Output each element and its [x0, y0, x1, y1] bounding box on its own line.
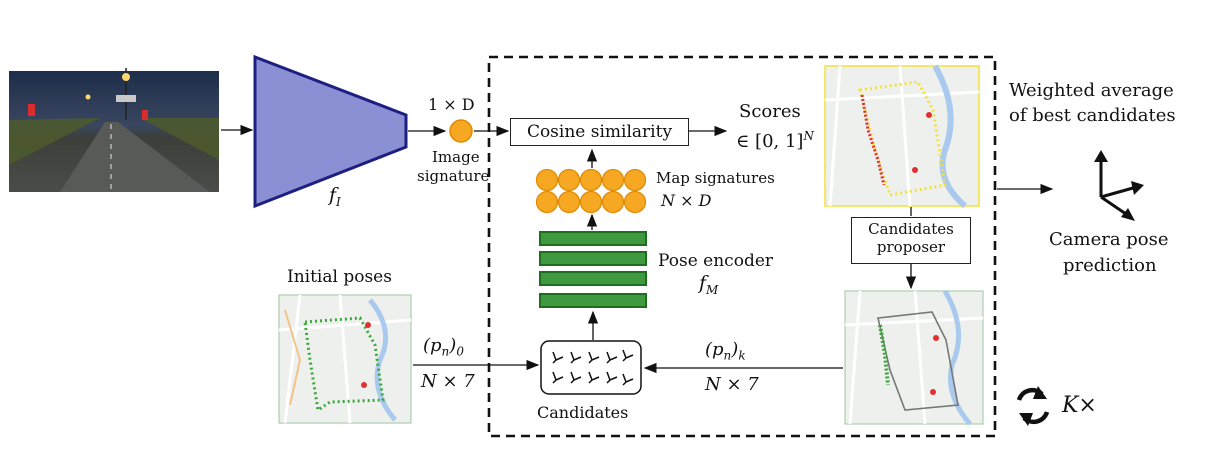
- label-n7-left: N × 7: [421, 371, 475, 392]
- label-pk: (pn)k: [705, 339, 746, 363]
- refined-candidates-map: [844, 289, 984, 426]
- label-image-signature-1: Image: [432, 148, 480, 166]
- label-candidates: Candidates: [537, 403, 629, 422]
- image-signature-circle: [449, 119, 473, 143]
- label-n7-right: N × 7: [705, 374, 759, 395]
- label-f-I: fI: [329, 184, 341, 209]
- iteration-dashed-box: [487, 55, 997, 438]
- score-map: [824, 64, 980, 209]
- pose-encoder-block: [539, 231, 647, 308]
- input-camera-image: [9, 68, 219, 192]
- proposer-line-1: Candidates: [868, 220, 954, 238]
- label-k-times: K×: [1062, 393, 1097, 418]
- map-signatures-grid: [535, 168, 647, 214]
- candidates-box: [540, 340, 642, 395]
- label-camera-pose-2: prediction: [1063, 255, 1157, 276]
- initial-poses-map: [278, 294, 412, 424]
- image-encoder-shape: [253, 54, 408, 209]
- label-scores-range: ∈ [0, 1]N: [736, 129, 814, 152]
- label-scores: Scores: [739, 101, 801, 122]
- label-camera-pose-1: Camera pose: [1049, 229, 1169, 250]
- label-initial-poses: Initial poses: [287, 267, 392, 287]
- candidate-pose-glyphs: [552, 349, 634, 386]
- candidates-proposer-box: Candidates proposer: [851, 217, 971, 264]
- cosine-similarity-box: Cosine similarity: [510, 118, 689, 146]
- loop-icon: [1016, 386, 1050, 426]
- label-p0: (pn)0: [423, 335, 464, 359]
- label-map-signatures: Map signatures: [656, 169, 775, 187]
- label-f-M: fM: [699, 272, 719, 297]
- label-1xD: 1 × D: [428, 95, 475, 114]
- label-weighted-average-1: Weighted average: [1009, 80, 1174, 101]
- label-pose-encoder: Pose encoder: [658, 251, 774, 271]
- label-map-signatures-dim: N × D: [661, 191, 712, 210]
- label-image-signature-2: signature: [417, 167, 490, 185]
- label-weighted-average-2: of best candidates: [1009, 105, 1176, 126]
- proposer-line-2: proposer: [876, 238, 946, 256]
- camera-pose-axes: [1094, 150, 1144, 221]
